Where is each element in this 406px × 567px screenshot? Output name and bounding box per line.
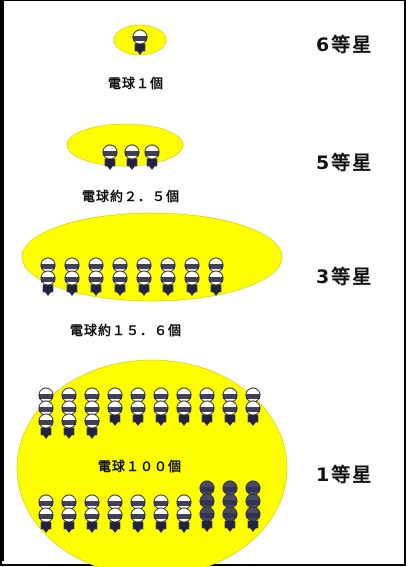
bulb-mag3-8 <box>208 257 224 296</box>
magnitude-label-1: 1等星 <box>316 464 374 486</box>
bulb-mag1-bottom-10 <box>245 480 261 532</box>
bulb-mag3-3 <box>88 257 104 296</box>
frame-left-rule <box>2 1 4 561</box>
bulb-mag1-bottom-4 <box>107 494 123 533</box>
bulb-mag3-5 <box>136 257 152 296</box>
bulb-mag3-1 <box>40 257 56 296</box>
bulb-mag1-top-9 <box>222 387 238 426</box>
bulb-mag1-top-6 <box>153 387 169 426</box>
bulb-mag1-bottom-6 <box>153 494 169 533</box>
bulb-mag1-bottom-7 <box>176 494 192 533</box>
glow-mag5 <box>66 123 184 167</box>
bulb-mag1-top-4 <box>107 387 123 426</box>
bulb-mag6-1 <box>132 29 148 55</box>
bulb-mag5-1 <box>102 144 118 170</box>
magnitude-label-5: 5等星 <box>316 152 374 174</box>
bulb-count-label-3: 電球約１５．６個 <box>70 324 183 339</box>
bulb-mag3-7 <box>184 257 200 296</box>
bulb-mag1-bottom-8 <box>199 480 215 532</box>
glow-mag3 <box>21 212 283 302</box>
magnitude-label-3: 3等星 <box>316 266 374 288</box>
bulb-count-label-1: 電球１００個 <box>98 460 183 475</box>
bulb-mag3-2 <box>64 257 80 296</box>
bulb-mag1-bottom-5 <box>130 494 146 533</box>
bulb-mag1-top-7 <box>176 387 192 426</box>
bulb-mag1-bottom-2 <box>61 494 77 533</box>
bulb-mag3-4 <box>112 257 128 296</box>
bulb-mag1-top-3 <box>84 387 100 439</box>
bulb-count-label-5: 電球約２．５個 <box>82 190 181 205</box>
bulb-mag1-top-8 <box>199 387 215 426</box>
bulb-mag5-2 <box>124 144 140 170</box>
bulb-mag1-bottom-1 <box>38 494 54 533</box>
bulb-mag1-top-2 <box>61 387 77 439</box>
magnitude-label-6: 6等星 <box>316 34 374 56</box>
bulb-mag5-3 <box>144 144 160 170</box>
bulb-mag1-top-1 <box>38 387 54 439</box>
bulb-mag1-top-10 <box>245 387 261 426</box>
bulb-mag3-6 <box>160 257 176 296</box>
bulb-mag1-bottom-3 <box>84 494 100 533</box>
bulb-count-label-6: 電球１個 <box>108 77 165 92</box>
bulb-mag1-top-5 <box>130 387 146 426</box>
bulb-mag1-bottom-9 <box>222 480 238 532</box>
